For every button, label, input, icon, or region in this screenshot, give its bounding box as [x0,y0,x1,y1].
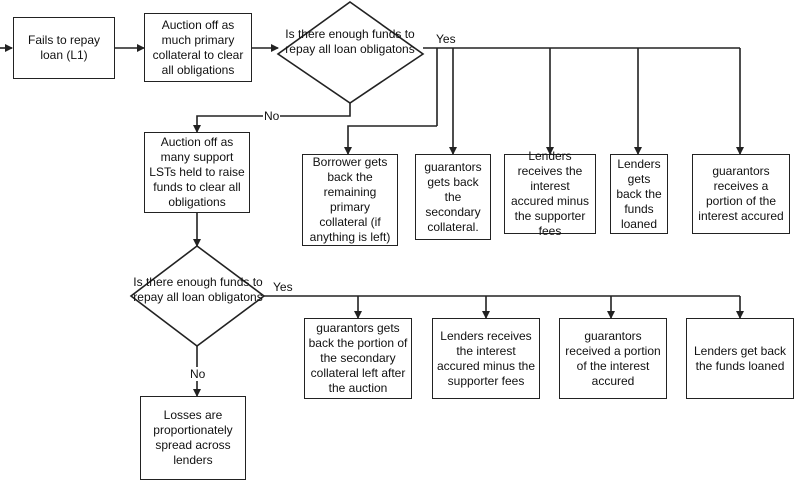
auction-primary-box: Auction off as much primary collateral t… [144,13,252,82]
losses-box: Losses are proportionately spread across… [140,396,246,480]
yes-label-2: Yes [272,280,294,294]
guarantors-interest-box-2: guarantors received a portion of the int… [559,318,667,399]
decision2-diamond [129,244,266,348]
decision1-text: Is there enough funds to repay all loan … [285,27,415,56]
guarantors-secondary-box: guarantors gets back the secondary colla… [415,154,491,240]
no-label-1: No [263,109,281,123]
decision2-text: Is there enough funds to repay all loan … [133,275,263,304]
lenders-funds-box-2: Lenders get back the funds loaned [686,318,794,399]
guarantors-interest-box-1: guarantors receives a portion of the int… [692,154,790,234]
lenders-interest-box-2: Lenders receives the interest accured mi… [432,318,540,399]
guarantors-portion-box: guarantors gets back the portion of the … [304,318,412,399]
fails-to-repay-box: Fails to repay loan (L1) [13,17,115,79]
decision1-diamond [276,1,425,104]
lenders-interest-box-1: Lenders receives the interest accured mi… [504,149,596,238]
lenders-funds-box-1: Lenders gets back the funds loaned [610,154,668,234]
borrower-gets-back-box: Borrower gets back the remaining primary… [302,154,398,246]
yes-label-1: Yes [435,32,457,46]
auction-support-box: Auction off as many support LSTs held to… [144,132,250,213]
no-label-2: No [189,367,207,381]
